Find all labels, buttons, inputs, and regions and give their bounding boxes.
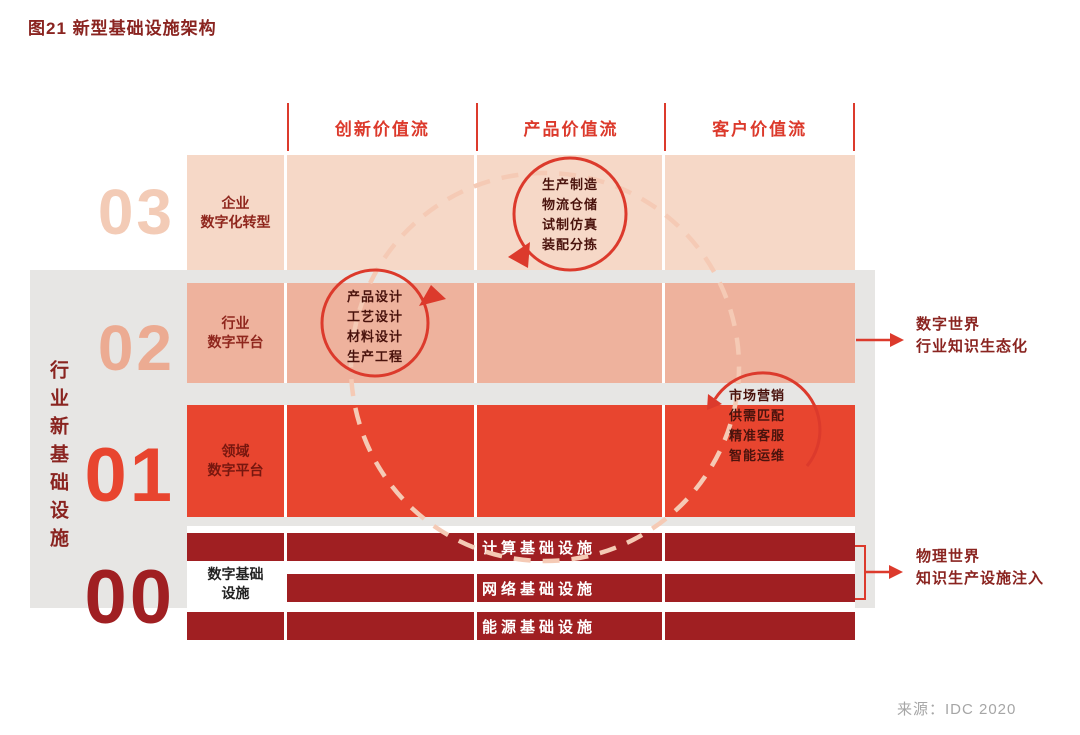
cycle-item: 材料设计 — [346, 329, 403, 344]
note-line: 数字世界 — [916, 316, 981, 333]
row-label-industry: 行业 数字平台 — [187, 283, 284, 383]
digital-world-note: 数字世界 行业知识生态化 — [916, 314, 1028, 358]
cycle-item: 物流仓储 — [541, 197, 598, 212]
physical-world-note: 物理世界 知识生产设施注入 — [916, 546, 1044, 590]
row-label-line: 设施 — [221, 585, 250, 601]
note-line: 知识生产设施注入 — [916, 570, 1045, 587]
cycle-item: 智能运维 — [728, 448, 785, 463]
cell-row03-col3 — [662, 155, 855, 270]
bar3-col1 — [284, 612, 474, 640]
row-label-line: 行业 — [221, 315, 250, 331]
cell-row03-col1 — [284, 155, 474, 270]
cycle-item: 精准客服 — [728, 428, 785, 443]
row-label-domain: 领域 数字平台 — [187, 405, 284, 517]
row-label-digital-infrastructure: 数字基础 设施 — [187, 565, 284, 603]
column-header-customer: 客户价值流 — [664, 103, 856, 151]
cycle-item: 生产制造 — [541, 177, 598, 192]
bar-energy-infrastructure: 能源基础设施 — [187, 612, 855, 640]
bar-energy-label: 能源基础设施 — [481, 618, 596, 636]
cycle-item: 产品设计 — [346, 289, 403, 304]
cell-row02-col2 — [474, 283, 662, 383]
cell-row02-col3 — [662, 283, 855, 383]
note-line: 物理世界 — [916, 548, 981, 565]
source-credit: 来源：IDC 2020 — [897, 701, 1017, 718]
row-label-line: 数字平台 — [207, 334, 264, 350]
row-label-line: 企业 — [221, 194, 250, 211]
cell-row01-col2 — [474, 405, 662, 517]
value-stream-header: 创新价值流 产品价值流 客户价值流 — [287, 103, 856, 151]
bar-computing-infrastructure: 计算基础设施 — [187, 533, 855, 561]
production-cycle-items: 生产制造 物流仓储 试制仿真 装配分拣 — [500, 175, 640, 255]
bar-computing-label: 计算基础设施 — [481, 539, 596, 557]
cycle-item: 生产工程 — [346, 349, 403, 364]
figure-title: 图21 新型基础设施架构 — [28, 19, 217, 38]
bar2-col3 — [662, 574, 855, 602]
row-label-line: 数字化转型 — [200, 213, 271, 230]
customer-cycle-items: 市场营销 供需匹配 精准客服 智能运维 — [687, 386, 827, 466]
cell-row01-col1 — [284, 405, 474, 517]
level-number-00: 00 — [84, 555, 175, 640]
bar2-col1 — [284, 574, 474, 602]
bar3-col2 — [474, 612, 662, 640]
bar-network-infrastructure: 网络基础设施 — [187, 574, 855, 602]
cycle-item: 供需匹配 — [728, 408, 785, 423]
innovation-cycle-items: 产品设计 工艺设计 材料设计 生产工程 — [305, 287, 445, 367]
cycle-item: 装配分拣 — [541, 237, 598, 252]
cycle-item: 工艺设计 — [346, 309, 403, 324]
row-label-line: 数字基础 — [207, 566, 264, 582]
level-number-03: 03 — [97, 176, 175, 248]
cycle-item: 试制仿真 — [541, 217, 598, 232]
level-number-01: 01 — [84, 433, 175, 518]
column-header-innovation: 创新价值流 — [287, 103, 476, 151]
row-label-line: 领域 — [221, 443, 250, 459]
bar3-label-cell — [187, 612, 284, 640]
cycle-item: 市场营销 — [728, 388, 785, 403]
bar3-col3 — [662, 612, 855, 640]
side-vertical-label: 行业新基础设施 — [47, 360, 68, 556]
bar-network-label: 网络基础设施 — [481, 580, 596, 598]
bar1-label-cell — [187, 533, 284, 561]
row-industry-platform: 行业 数字平台 — [187, 283, 855, 383]
row-label-line: 数字平台 — [207, 462, 264, 478]
column-header-product: 产品价值流 — [475, 103, 665, 151]
level-number-02: 02 — [97, 312, 175, 384]
row-label-enterprise: 企业 数字化转型 — [187, 155, 284, 270]
note-line: 行业知识生态化 — [916, 338, 1029, 355]
bar2-col2 — [474, 574, 662, 602]
